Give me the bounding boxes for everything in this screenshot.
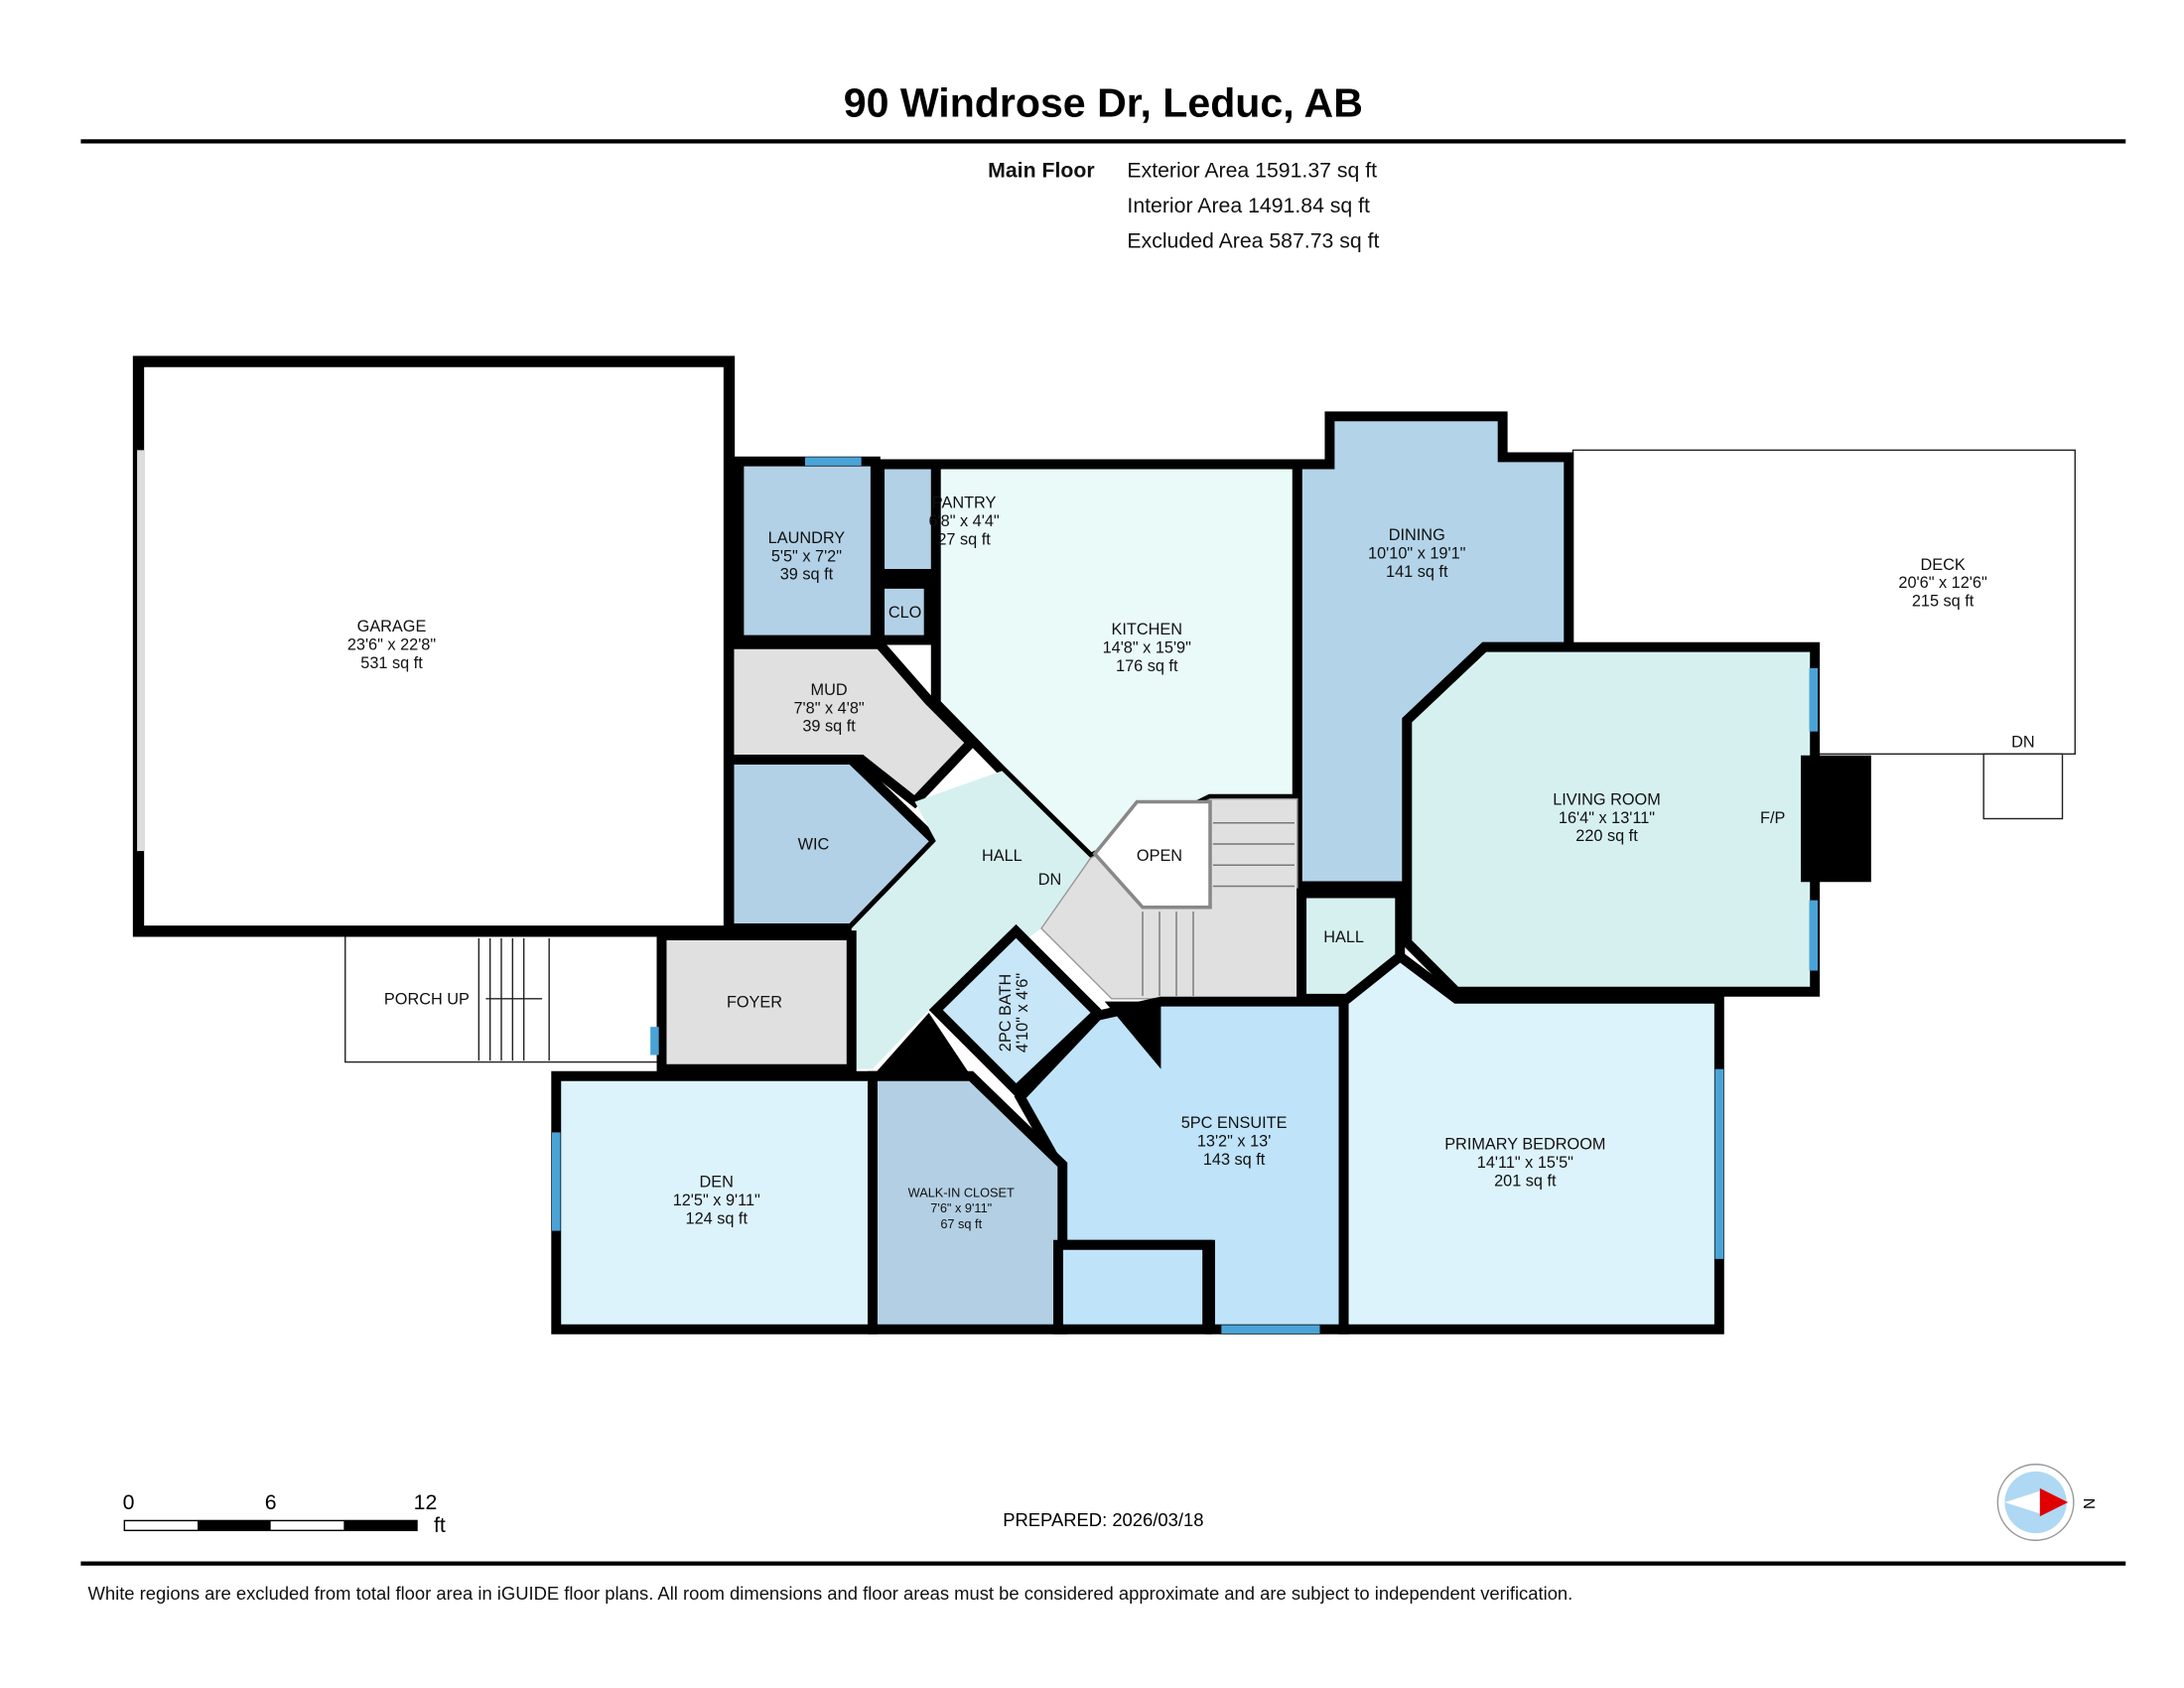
mud-name: MUD	[811, 681, 848, 699]
room-garage	[132, 355, 736, 937]
wic-name: WIC	[798, 836, 830, 854]
scale-tick-12: 12	[414, 1490, 438, 1514]
footer-divider	[80, 1561, 2126, 1566]
clo-name: CLO	[888, 604, 921, 622]
living-name: LIVING ROOM	[1553, 790, 1661, 808]
bath2pc-name: 2PC BATH	[997, 974, 1015, 1052]
room-labels: GARAGE 23'6" x 22'8" 531 sq ft LAUNDRY 5…	[347, 493, 2035, 1230]
ensuite-name: 5PC ENSUITE	[1181, 1114, 1288, 1132]
stair-treads	[1142, 822, 1296, 996]
den-dims: 12'5" x 9'11"	[673, 1192, 760, 1209]
deck-name: DECK	[1920, 556, 1965, 574]
scale-tick-0: 0	[123, 1490, 135, 1514]
room-clo	[875, 578, 934, 645]
room-primary-bedroom	[1338, 950, 1724, 1335]
deck-stairs	[1982, 753, 2064, 820]
garage-area: 531 sq ft	[360, 654, 423, 672]
pantry-area: 27 sq ft	[937, 530, 991, 548]
bath2pc-dims: 4'10" x 4'6"	[1014, 973, 1031, 1053]
hall-stairs-label: DN	[1038, 871, 1062, 889]
kitchen-area: 176 sq ft	[1116, 657, 1178, 675]
fireplace	[1801, 755, 1871, 883]
laundry-area: 39 sq ft	[780, 566, 834, 584]
scale-unit: ft	[434, 1513, 446, 1537]
open-to-below	[1092, 799, 1212, 910]
den-area: 124 sq ft	[686, 1210, 749, 1228]
footer-disclaimer: White regions are excluded from total fl…	[87, 1583, 1572, 1604]
fireplace-label: F/P	[1760, 809, 1785, 827]
exterior-area: Exterior Area 1591.37 sq ft	[1127, 159, 1377, 183]
pantry-name: PANTRY	[932, 493, 997, 511]
compass-icon: N	[1996, 1464, 2097, 1541]
windows	[552, 457, 1818, 1334]
deck-dims: 20'6" x 12'6"	[1898, 574, 1987, 592]
excluded-area: Excluded Area 587.73 sq ft	[1127, 228, 1379, 252]
hall2-name: HALL	[1323, 928, 1364, 946]
walkin-name: WALK-IN CLOSET	[908, 1186, 1015, 1200]
foyer-name: FOYER	[727, 993, 782, 1011]
primary-name: PRIMARY BEDROOM	[1444, 1135, 1605, 1153]
room-living	[1402, 641, 1821, 997]
room-ensuite-closet	[1053, 1239, 1213, 1335]
ensuite-area: 143 sq ft	[1203, 1151, 1266, 1169]
porch-stairs	[478, 937, 550, 1061]
dining-area: 141 sq ft	[1386, 563, 1448, 581]
laundry-name: LAUNDRY	[768, 529, 846, 547]
header-divider	[80, 139, 2126, 144]
ensuite-dims: 13'2" x 13'	[1197, 1133, 1271, 1151]
porch-name: PORCH UP	[384, 991, 470, 1009]
hall-name: HALL	[982, 847, 1023, 865]
mud-dims: 7'8" x 4'8"	[793, 699, 864, 717]
wall-chase-2	[873, 1013, 972, 1076]
open-label: OPEN	[1137, 847, 1182, 865]
bath2pc-label: 2PC BATH 4'10" x 4'6"	[997, 973, 1031, 1053]
living-dims: 16'4" x 13'11"	[1559, 809, 1655, 827]
scale-tick-6: 6	[265, 1490, 277, 1514]
mud-area: 39 sq ft	[802, 718, 856, 736]
walkin-dims: 7'6" x 9'11"	[930, 1200, 992, 1215]
primary-area: 201 sq ft	[1494, 1172, 1557, 1190]
garage-door	[137, 450, 145, 852]
dining-name: DINING	[1389, 526, 1445, 544]
garage-name: GARAGE	[357, 618, 427, 635]
living-area: 220 sq ft	[1575, 827, 1638, 845]
floor-label: Main Floor	[988, 159, 1094, 183]
kitchen-name: KITCHEN	[1112, 621, 1182, 638]
room-foyer	[656, 930, 857, 1074]
pantry-dims: 6'8" x 4'4"	[928, 512, 999, 530]
room-hall	[851, 771, 1091, 1069]
laundry-dims: 5'5" x 7'2"	[771, 547, 842, 565]
dining-dims: 10'10" x 19'1"	[1368, 544, 1466, 562]
page-title: 90 Windrose Dr, Leduc, AB	[844, 80, 1363, 126]
scale-bar: 0 6 12 ft	[123, 1490, 446, 1537]
primary-dims: 14'11" x 15'5"	[1477, 1154, 1573, 1172]
den-name: DEN	[700, 1174, 734, 1192]
deck-stairs-label: DN	[2011, 733, 2035, 751]
kitchen-dims: 14'8" x 15'9"	[1103, 638, 1192, 656]
compass-north-label: N	[2080, 1498, 2097, 1509]
deck-area: 215 sq ft	[1912, 593, 1975, 611]
walkin-area: 67 sq ft	[940, 1216, 982, 1231]
garage-dims: 23'6" x 22'8"	[347, 636, 437, 654]
interior-area: Interior Area 1491.84 sq ft	[1127, 194, 1370, 217]
prepared-date: PREPARED: 2026/03/18	[1003, 1509, 1203, 1530]
